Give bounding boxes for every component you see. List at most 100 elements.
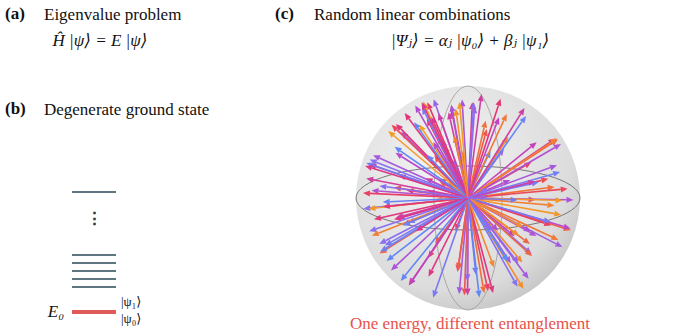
energy-levels bbox=[72, 192, 116, 287]
arrow-head bbox=[427, 102, 433, 110]
text-label: |ψ₀⟩ bbox=[121, 312, 141, 326]
arrow-head bbox=[369, 226, 377, 232]
state-vector bbox=[409, 198, 468, 223]
arrow-head bbox=[409, 278, 415, 286]
arrow-head bbox=[553, 171, 561, 177]
arrow-head bbox=[383, 199, 390, 205]
state-vector bbox=[378, 198, 468, 233]
arrow-head bbox=[516, 221, 524, 227]
state-vector bbox=[468, 198, 504, 256]
arrow-head bbox=[464, 274, 470, 281]
arrow-head bbox=[512, 256, 519, 263]
arrow-head bbox=[523, 237, 530, 244]
text-label: |ψ₁⟩ bbox=[121, 295, 141, 309]
arrow-head bbox=[387, 254, 394, 261]
arrow-head bbox=[429, 269, 435, 277]
arrow-head bbox=[379, 184, 386, 190]
arrow-head bbox=[528, 180, 536, 186]
state-vector bbox=[468, 198, 524, 240]
state-vector bbox=[468, 198, 517, 224]
arrow-head bbox=[553, 144, 561, 150]
state-vector bbox=[459, 198, 468, 263]
state-vector bbox=[432, 160, 468, 198]
arrow-head bbox=[396, 213, 404, 219]
state-vector bbox=[468, 198, 525, 228]
state-vector bbox=[468, 198, 487, 225]
bloch-sphere bbox=[356, 86, 580, 310]
state-vector bbox=[468, 192, 483, 198]
state-vector bbox=[401, 198, 468, 218]
state-vector bbox=[396, 198, 468, 266]
state-vector bbox=[468, 124, 497, 198]
arrow-head bbox=[372, 230, 380, 236]
arrow-head bbox=[396, 124, 403, 131]
arrow-head bbox=[402, 220, 410, 226]
arrow-head bbox=[457, 102, 463, 109]
arrow-head bbox=[415, 106, 421, 114]
arrow-head bbox=[374, 215, 382, 221]
state-vector bbox=[386, 198, 468, 248]
state-vector bbox=[460, 198, 468, 287]
arrow-head bbox=[366, 177, 373, 183]
arrow-head bbox=[561, 186, 568, 192]
arrow-head bbox=[494, 117, 500, 125]
arrow-head bbox=[454, 109, 460, 116]
arrow-head bbox=[396, 153, 404, 159]
arrow-head bbox=[433, 142, 439, 150]
state-vector bbox=[468, 198, 524, 273]
arrow-head bbox=[488, 286, 494, 294]
arrow-head bbox=[480, 194, 487, 200]
arrow-head bbox=[433, 99, 439, 107]
arrow-head bbox=[563, 224, 571, 230]
arrow-head bbox=[456, 263, 462, 270]
state-vector bbox=[468, 105, 498, 198]
text-label: Random linear combinations bbox=[314, 6, 510, 25]
arrow-head bbox=[442, 140, 448, 148]
arrow-head bbox=[414, 122, 421, 129]
arrow-head bbox=[481, 121, 487, 128]
arrow-head bbox=[438, 113, 444, 121]
arrow-head bbox=[431, 117, 437, 125]
text-label: E₀ bbox=[48, 303, 64, 322]
arrow-head bbox=[551, 234, 559, 240]
panel-letter: (a) bbox=[5, 5, 25, 24]
arrow-head bbox=[550, 138, 558, 144]
state-vector bbox=[468, 174, 553, 198]
arrow-head bbox=[522, 271, 529, 278]
arrow-head bbox=[512, 229, 519, 236]
arrow-head bbox=[529, 142, 536, 149]
arrow-head bbox=[496, 99, 502, 107]
arrow-head bbox=[391, 264, 398, 271]
arrow-head bbox=[470, 102, 476, 109]
arrow-head bbox=[480, 286, 486, 294]
state-vector bbox=[425, 109, 468, 198]
state-vector bbox=[422, 198, 468, 227]
arrow-head bbox=[501, 114, 507, 122]
arrow-head bbox=[433, 290, 439, 298]
arrow-head bbox=[395, 147, 402, 153]
state-arrows bbox=[363, 94, 574, 298]
arrow-head bbox=[363, 190, 370, 196]
state-vector bbox=[403, 198, 468, 216]
state-vector bbox=[450, 119, 468, 198]
arrow-head bbox=[368, 205, 375, 211]
panel-letter: (c) bbox=[275, 5, 294, 24]
arrow-head bbox=[478, 94, 484, 101]
state-vector bbox=[468, 198, 514, 232]
state-vector bbox=[441, 120, 468, 198]
arrow-head bbox=[547, 202, 554, 208]
arrow-head bbox=[525, 249, 532, 256]
arrow-head bbox=[409, 278, 415, 286]
state-vector bbox=[386, 187, 468, 198]
arrow-head bbox=[380, 246, 388, 252]
arrow-head bbox=[472, 268, 478, 275]
arrow-head bbox=[363, 205, 370, 211]
state-vector bbox=[397, 130, 468, 198]
text-label: Ĥ |ψ⟩ = E |ψ⟩ bbox=[53, 32, 148, 51]
state-vector bbox=[434, 123, 468, 198]
arrow-head bbox=[566, 197, 573, 203]
arrow-head bbox=[447, 112, 453, 120]
arrow-head bbox=[405, 113, 412, 120]
arrow-head bbox=[385, 240, 393, 246]
arrow-head bbox=[485, 223, 492, 230]
